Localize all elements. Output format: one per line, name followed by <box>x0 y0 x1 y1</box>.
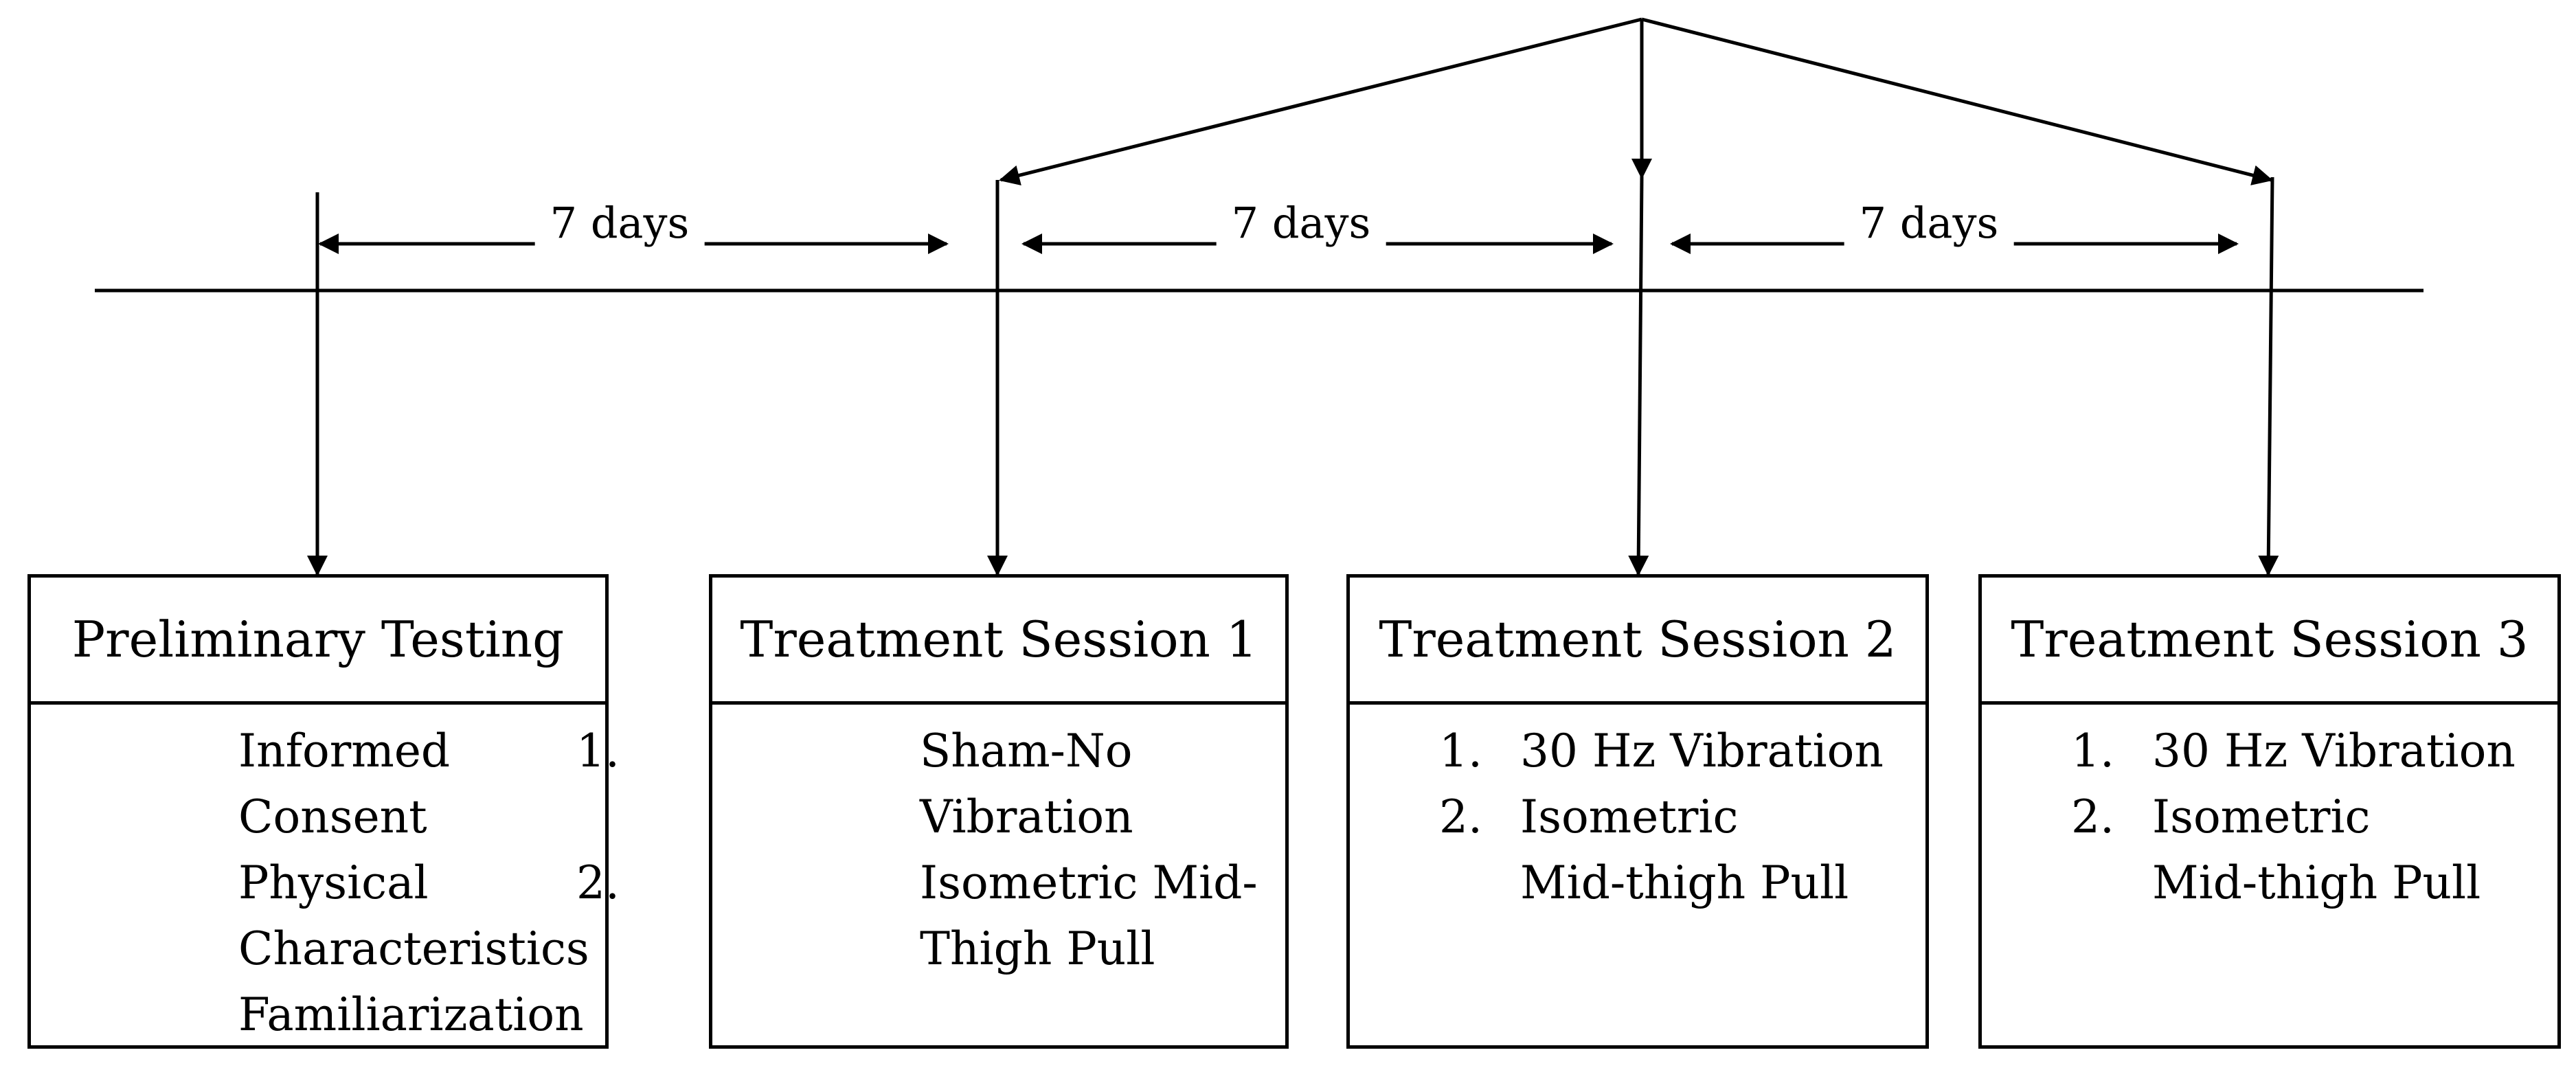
fan-arrow-session-1 <box>999 17 1642 185</box>
fan-arrow-session-3 <box>1641 17 2273 185</box>
list-number: 1. <box>1439 725 1482 777</box>
list-text: Isometric Mid-thigh Pull <box>1520 790 1849 909</box>
box-title-preliminary-testing: Preliminary Testing <box>27 574 609 705</box>
list-text: Sham-No Vibration <box>920 725 1133 843</box>
interval-label: 7 days <box>534 199 705 247</box>
list-item: 2. Physical Characteristics <box>67 850 605 982</box>
box-body-treatment-session-2: 1. 30 Hz Vibration 2. Isometric Mid-thig… <box>1346 701 1929 1049</box>
list-number: 2. <box>2071 790 2114 843</box>
list-text: 30 Hz Vibration <box>2152 725 2516 777</box>
interval-label: 7 days <box>1216 199 1386 247</box>
list-text: Isometric Mid-thigh Pull <box>2152 790 2481 909</box>
box-body-treatment-session-1: 1. Sham-No Vibration 2. Isometric Mid-Th… <box>576 701 1289 1049</box>
list-item: 1. 30 Hz Vibration <box>2071 718 2557 784</box>
list-item: 1. Sham-No Vibration <box>576 718 1285 850</box>
list-item: 2. Isometric Mid-Thigh Pull <box>576 850 1285 982</box>
list-number: 2. <box>1439 790 1482 843</box>
list-text: Physical Characteristics <box>238 856 589 975</box>
list-item: 2. Isometric Mid-thigh Pull <box>2071 784 2557 916</box>
list-text: Familiarization <box>238 988 584 1041</box>
interval-label: 7 days <box>1844 199 2014 247</box>
drop-arrow-session-3 <box>2258 177 2279 576</box>
list-number: 1. <box>576 725 620 777</box>
list-item: 1. 30 Hz Vibration <box>1439 718 1925 784</box>
list-item: 3. Familiarization <box>67 982 605 1048</box>
box-title-treatment-session-1: Treatment Session 1 <box>709 574 1289 705</box>
drop-arrow-session-2 <box>1628 177 1649 576</box>
box-body-preliminary-testing: 1. Informed Consent 2. Physical Characte… <box>27 701 609 1049</box>
list-item: 1. Informed Consent <box>67 718 605 850</box>
list-text: Isometric Mid-Thigh Pull <box>920 856 1258 975</box>
box-body-treatment-session-3: 1. 30 Hz Vibration 2. Isometric Mid-thig… <box>1978 701 2561 1049</box>
box-title-treatment-session-2: Treatment Session 2 <box>1346 574 1929 705</box>
list-text: 30 Hz Vibration <box>1520 725 1884 777</box>
list-item: 2. Isometric Mid-thigh Pull <box>1439 784 1925 916</box>
list-number: 1. <box>2071 725 2114 777</box>
list-text: Informed Consent <box>238 725 451 843</box>
list-number: 2. <box>576 856 620 909</box>
box-title-treatment-session-3: Treatment Session 3 <box>1978 574 2561 705</box>
